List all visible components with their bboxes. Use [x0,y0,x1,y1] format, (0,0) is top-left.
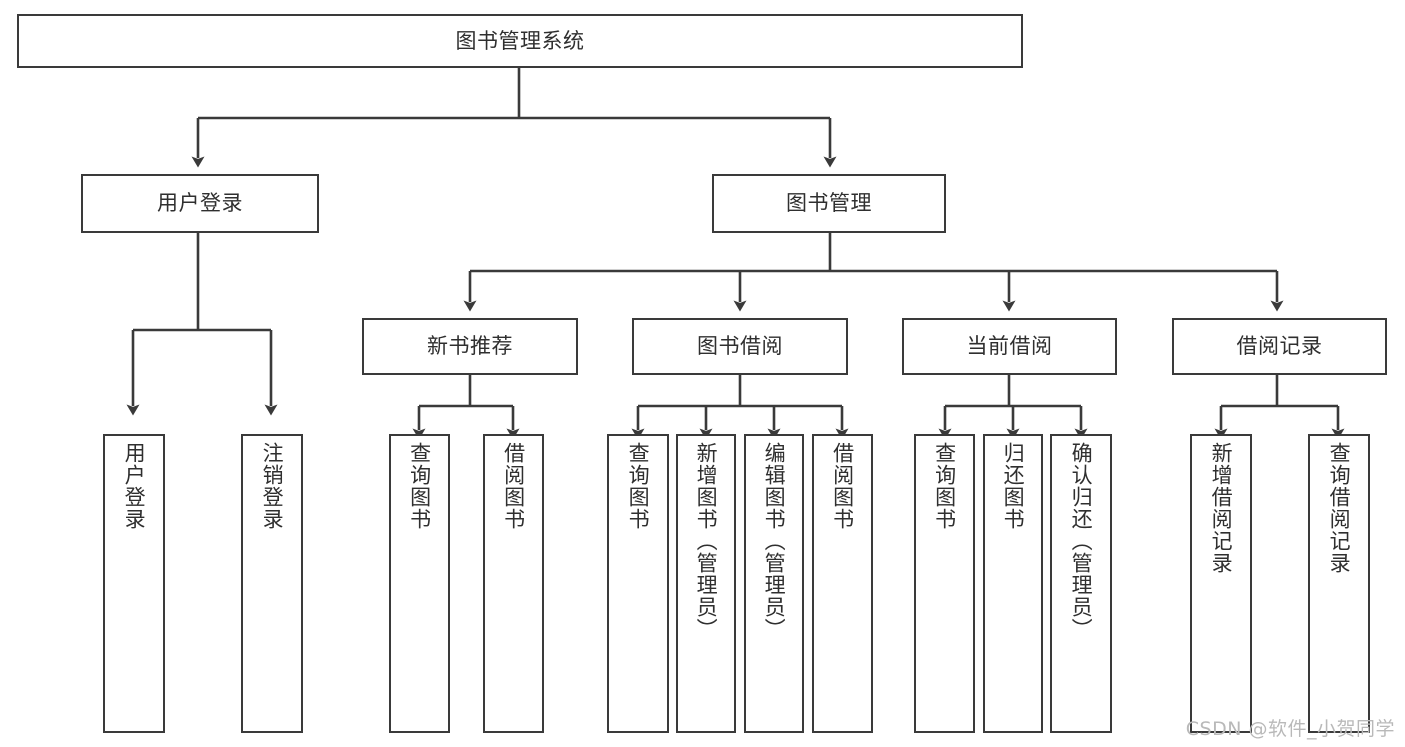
leaf-borrow-query-book-label: 查询图书 [626,442,651,530]
leaf-records-query-record[interactable]: 查询借阅记录 [1308,434,1370,733]
node-borrow-records[interactable]: 借阅记录 [1172,318,1387,375]
node-book-borrow[interactable]: 图书借阅 [632,318,848,375]
leaf-current-return-book-label: 归还图书 [1001,442,1026,530]
node-user-login-label: 用户登录 [157,191,243,216]
leaf-borrow-edit-book-label: 编辑图书（管理员） [762,442,787,640]
leaf-new-book-query[interactable]: 查询图书 [389,434,450,733]
node-book-borrow-label: 图书借阅 [697,334,783,359]
leaf-user-login-signout[interactable]: 注销登录 [241,434,303,733]
node-book-management[interactable]: 图书管理 [712,174,946,233]
leaf-new-book-borrow[interactable]: 借阅图书 [483,434,544,733]
leaf-current-query-book[interactable]: 查询图书 [914,434,975,733]
csdn-watermark: CSDN @软件_小贺同学 [1185,718,1395,740]
leaf-current-query-book-label: 查询图书 [932,442,957,530]
leaf-user-login-signout-label: 注销登录 [260,442,285,530]
leaf-borrow-borrow-book[interactable]: 借阅图书 [812,434,873,733]
node-new-book-recommend[interactable]: 新书推荐 [362,318,578,375]
node-root-label: 图书管理系统 [455,28,585,53]
node-current-borrow-label: 当前借阅 [966,334,1053,359]
leaf-new-book-query-label: 查询图书 [407,442,432,530]
leaf-records-add-record-label: 新增借阅记录 [1209,442,1234,574]
node-user-login[interactable]: 用户登录 [81,174,319,233]
leaf-records-add-record[interactable]: 新增借阅记录 [1190,434,1252,733]
leaf-current-return-book[interactable]: 归还图书 [983,434,1043,733]
leaf-current-confirm-return[interactable]: 确认归还（管理员） [1050,434,1112,733]
leaf-borrow-query-book[interactable]: 查询图书 [607,434,669,733]
leaf-borrow-add-book[interactable]: 新增图书（管理员） [676,434,736,733]
leaf-borrow-borrow-book-label: 借阅图书 [830,442,855,530]
node-book-management-label: 图书管理 [786,191,872,216]
leaf-records-query-record-label: 查询借阅记录 [1327,442,1352,574]
leaf-user-login-signin-label: 用户登录 [122,442,147,530]
node-root[interactable]: 图书管理系统 [17,14,1023,68]
leaf-user-login-signin[interactable]: 用户登录 [103,434,165,733]
leaf-borrow-add-book-label: 新增图书（管理员） [694,442,719,640]
leaf-current-confirm-return-label: 确认归还（管理员） [1069,442,1094,640]
node-borrow-records-label: 借阅记录 [1236,334,1323,359]
leaf-new-book-borrow-label: 借阅图书 [501,442,526,530]
node-current-borrow[interactable]: 当前借阅 [902,318,1117,375]
node-new-book-recommend-label: 新书推荐 [427,334,513,359]
leaf-borrow-edit-book[interactable]: 编辑图书（管理员） [744,434,804,733]
